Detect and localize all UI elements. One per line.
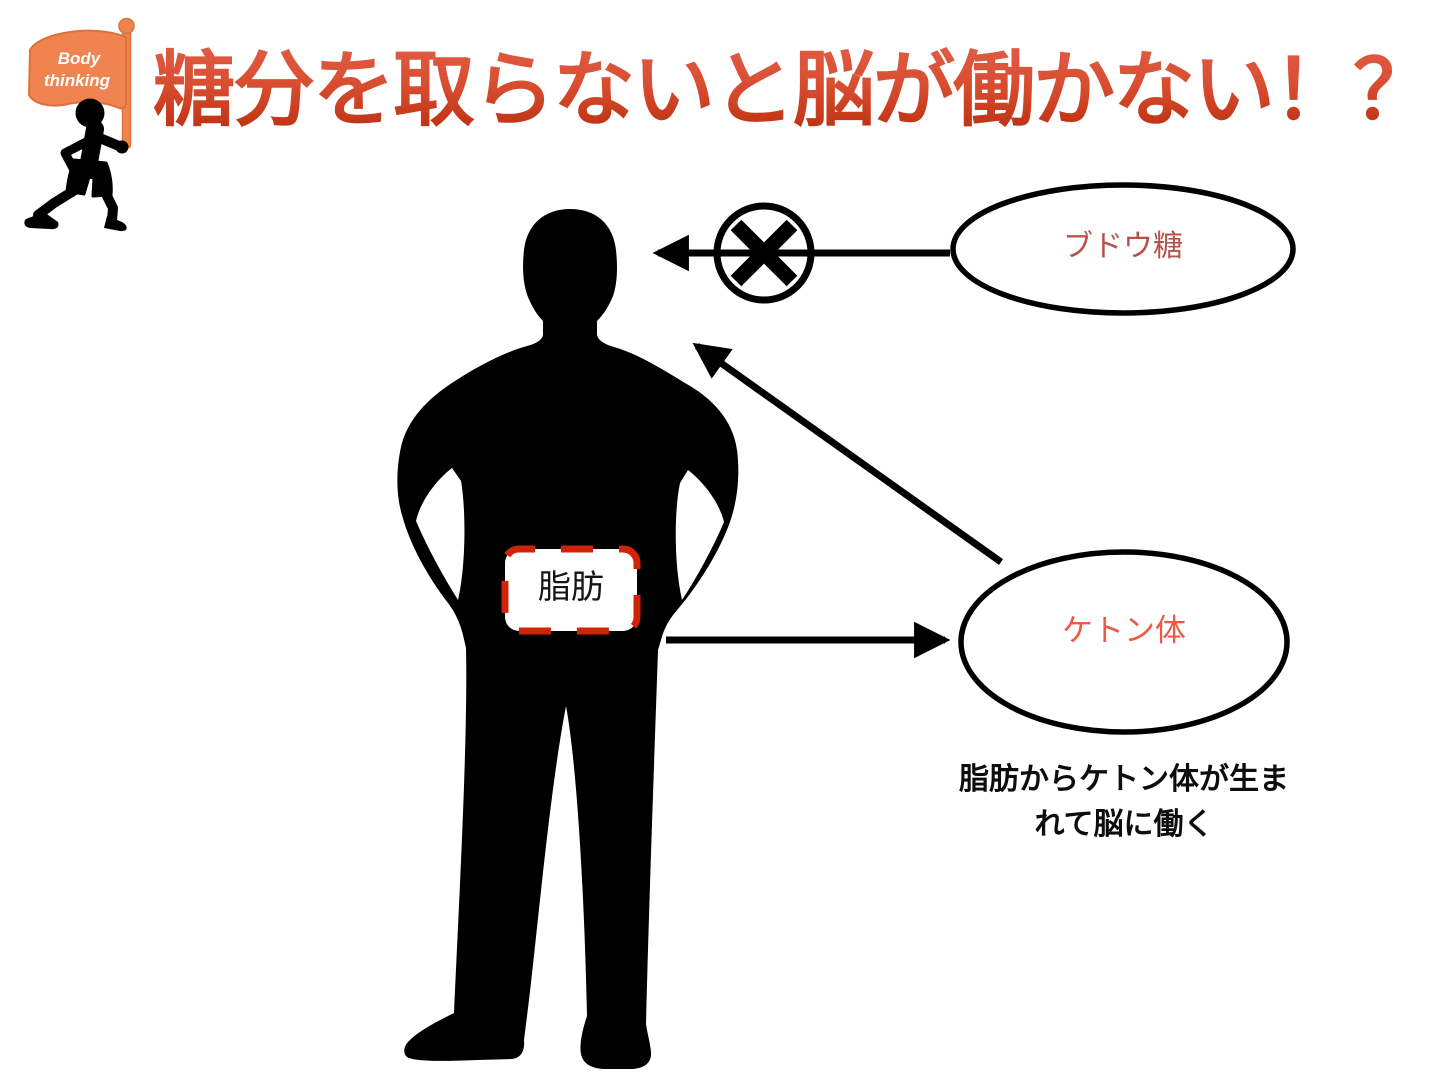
ketone-ellipse [958, 549, 1290, 735]
glucose-to-brain-arrow [652, 202, 950, 304]
flag-text-line2: thinking [44, 71, 111, 90]
glucose-label: ブドウ糖 [1063, 230, 1183, 263]
ketone-label: ケトン体 [1062, 613, 1186, 648]
man-silhouette [397, 209, 739, 1069]
caption: 脂肪からケトン体が生ま れて脳に働く [943, 757, 1305, 847]
runner-icon [24, 98, 129, 232]
page-title: 糖分を取らないと脳が働かない！？ [153, 36, 1447, 146]
flag-icon: Body thinking [27, 17, 135, 149]
fat-label: 脂肪 [538, 568, 604, 605]
right-arm-gap [675, 470, 724, 600]
body-thinking-logo: Body thinking [24, 17, 135, 232]
caption-line1: 脂肪からケトン体が生ま [959, 763, 1289, 796]
left-arm-gap [416, 468, 465, 600]
fat-box [501, 545, 641, 635]
ketone-to-brain-arrow [692, 342, 1004, 565]
glucose-ellipse [950, 182, 1296, 316]
caption-line2: れて脳に働く [1034, 808, 1214, 841]
flag-text-line1: Body [58, 49, 102, 68]
